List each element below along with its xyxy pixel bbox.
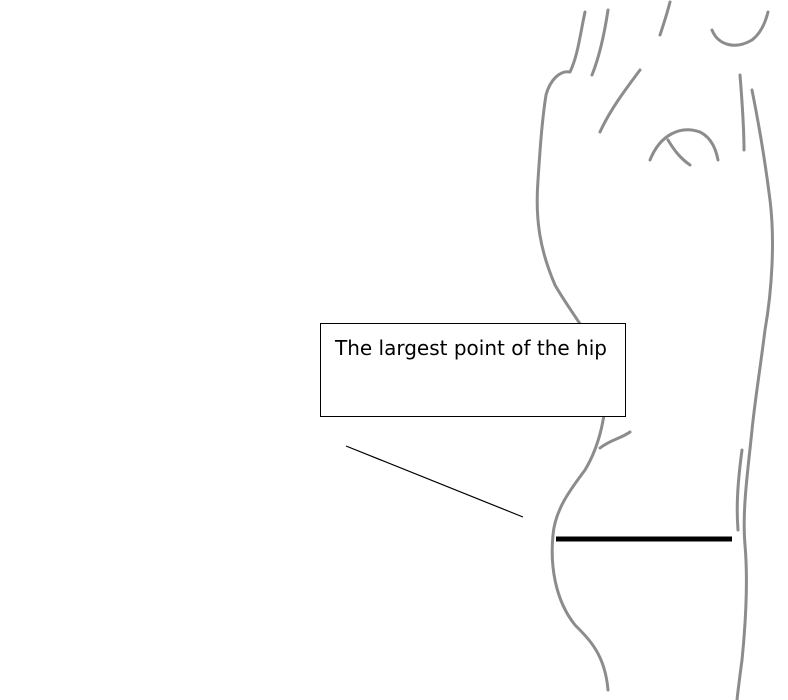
- front-upper-stroke: [740, 75, 744, 150]
- chin-curve: [712, 12, 768, 45]
- callout-box: The largest point of the hip: [320, 323, 626, 417]
- callout-label: The largest point of the hip: [335, 336, 607, 360]
- shoulder-stroke-1: [592, 10, 608, 75]
- arm-stroke: [668, 140, 690, 165]
- neck-contour: [660, 2, 670, 35]
- inner-hip-stroke: [737, 450, 742, 530]
- leader-line: [346, 446, 523, 517]
- shoulder-stroke-2: [600, 70, 640, 132]
- arm-curve: [650, 130, 718, 160]
- front-contour: [737, 90, 772, 700]
- lower-back-notch: [600, 432, 630, 448]
